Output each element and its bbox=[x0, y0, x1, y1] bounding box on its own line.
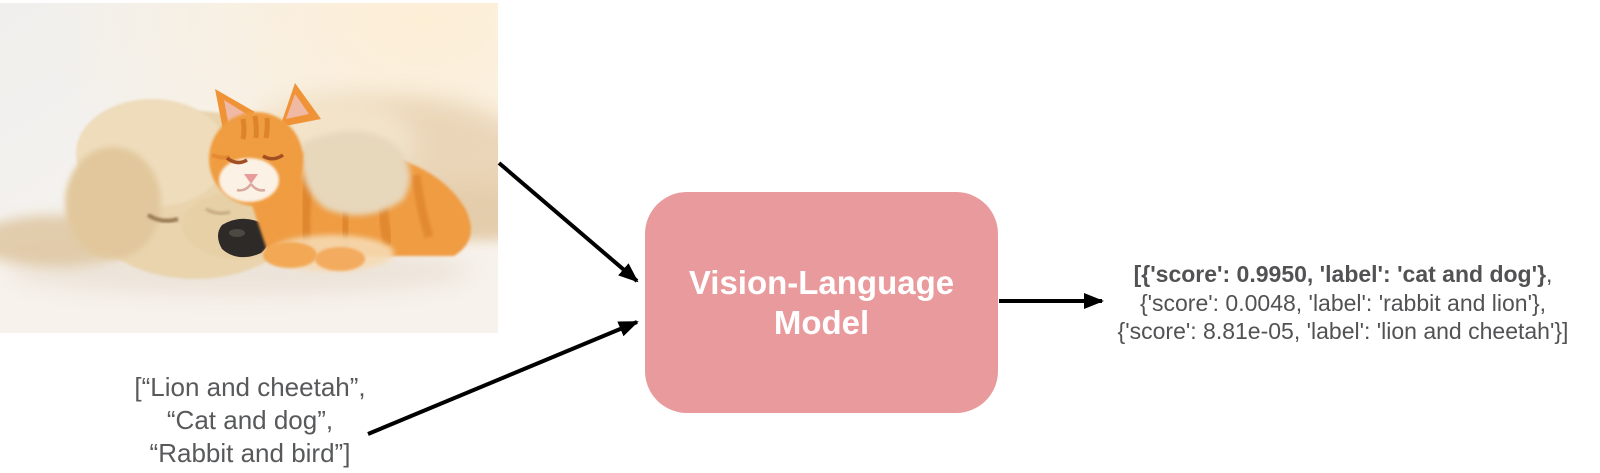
model-output-text: [{'score': 0.9950, 'label': 'cat and dog… bbox=[1083, 260, 1600, 346]
candidate-labels-text: [“Lion and cheetah”, “Cat and dog”, “Rab… bbox=[95, 371, 405, 470]
labels-to-model-arrow bbox=[367, 320, 639, 436]
image-to-model-arrow bbox=[497, 161, 639, 283]
model-label-line2: Model bbox=[773, 303, 870, 341]
candidate-label-line-1: [“Lion and cheetah”, bbox=[134, 372, 366, 402]
candidate-label-line-2: “Cat and dog”, bbox=[166, 405, 334, 435]
output-top-result: [{'score': 0.9950, 'label': 'cat and dog… bbox=[1133, 261, 1547, 287]
output-result-1: [{'score': 0.9950, 'label': 'cat and dog… bbox=[1134, 260, 1553, 289]
model-label-line1: Vision-Language bbox=[688, 263, 955, 301]
output-result-2: {'score': 0.0048, 'label': 'rabbit and l… bbox=[1139, 289, 1547, 316]
dog-and-kitten-illustration bbox=[0, 3, 498, 333]
dog-and-kitten-photo bbox=[0, 3, 498, 333]
candidate-label-line-3: “Rabbit and bird”] bbox=[149, 438, 351, 468]
vision-language-model-node: Vision-Language Model bbox=[645, 192, 998, 413]
output-result-3: {'score': 8.81e-05, 'label': 'lion and c… bbox=[1117, 318, 1569, 344]
output-line1-comma: , bbox=[1546, 261, 1553, 287]
